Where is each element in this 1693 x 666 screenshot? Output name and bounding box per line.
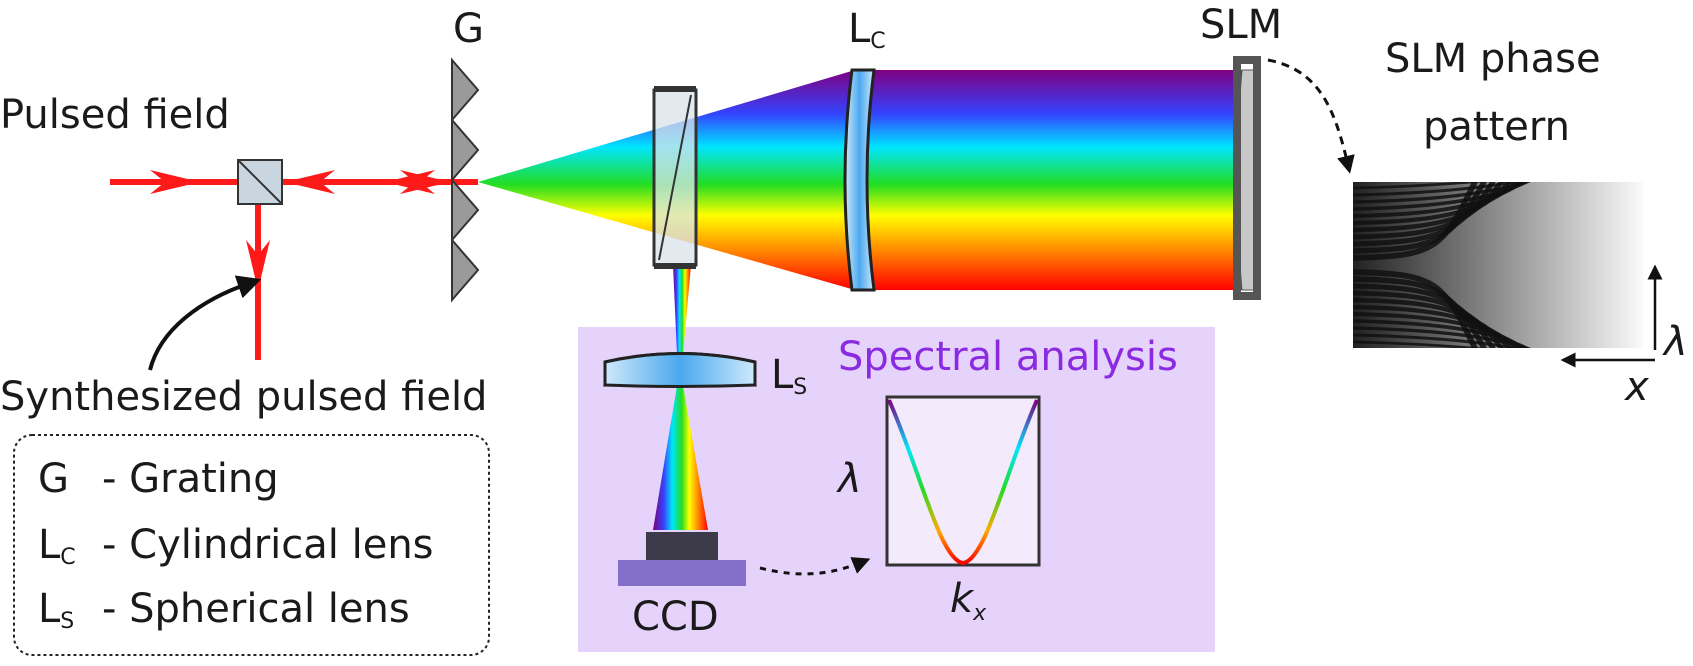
phase-stripe	[1353, 182, 1487, 190]
spherical-lens-body	[603, 352, 757, 388]
grating	[451, 57, 480, 303]
collimated-spectrum-beam	[855, 70, 1242, 290]
phase-stripe	[1353, 182, 1487, 254]
ccd-label: CCD	[632, 594, 719, 640]
phase-stripe	[1353, 276, 1487, 348]
phase-stripe	[1353, 340, 1487, 348]
sampled-beam	[673, 265, 691, 355]
pattern-axis-lambda: λ	[1662, 319, 1688, 365]
focused-beam-cone	[653, 368, 708, 530]
pattern-axis-x: x	[1623, 364, 1649, 410]
phase-stripe	[1353, 333, 1523, 348]
phase-stripe	[1353, 182, 1531, 211]
phase-stripe	[1353, 269, 1478, 348]
synthesized-field-label: Synthesized pulsed field	[0, 374, 487, 420]
plot-axis-lambda: λ	[836, 456, 862, 502]
spectral-analysis-title: Spectral analysis	[838, 334, 1178, 380]
phase-stripe	[1353, 182, 1520, 226]
grating-label: G	[453, 6, 484, 52]
phase-stripe	[1353, 326, 1531, 348]
legend-row: G- Grating	[38, 456, 279, 502]
beam-arrow-down	[246, 240, 270, 290]
phase-stripe	[1353, 304, 1520, 348]
beam-arrow-forward-1	[150, 170, 200, 194]
phase-stripe	[1353, 347, 1361, 348]
pattern-axes	[1560, 264, 1663, 368]
phase-stripe	[1353, 319, 1531, 348]
phase-stripe	[1353, 182, 1361, 183]
spectral-plot	[885, 395, 1041, 567]
synthesized-arrow	[148, 275, 262, 371]
slm-phase-label-line2: pattern	[1423, 104, 1570, 150]
beamsplitter-cube	[237, 159, 283, 205]
dispersion-curve	[887, 399, 1039, 566]
plot-axis-kx: kx	[950, 576, 987, 626]
beam-arrow-back-1	[285, 170, 335, 194]
beamsplitter-prism	[652, 86, 698, 269]
slm-phase-label-line1: SLM phase	[1385, 36, 1601, 82]
ccd-to-plot-arrow	[759, 557, 871, 576]
slm-device	[1233, 56, 1261, 300]
ccd-camera	[618, 532, 746, 586]
phase-stripe	[1353, 182, 1526, 218]
lens-c-label: LC	[848, 6, 886, 54]
slm-phase-pattern	[1353, 182, 1643, 348]
pulsed-field-label: Pulsed field	[0, 92, 230, 138]
phase-stripe	[1353, 182, 1531, 204]
phase-stripe	[1353, 312, 1526, 348]
slm-label: SLM	[1200, 2, 1282, 48]
beam-arrow-back-2	[385, 170, 435, 194]
lens-s-label: LS	[771, 352, 807, 400]
slm-to-pattern-arrow	[1267, 58, 1355, 174]
phase-stripe	[1353, 182, 1523, 197]
laser-beam-paths	[110, 170, 478, 360]
cylindrical-lens	[843, 68, 876, 292]
legend-row: LC- Cylindrical lens	[38, 522, 434, 570]
phase-stripe	[1353, 182, 1478, 261]
legend-row: LS- Spherical lens	[38, 586, 410, 634]
